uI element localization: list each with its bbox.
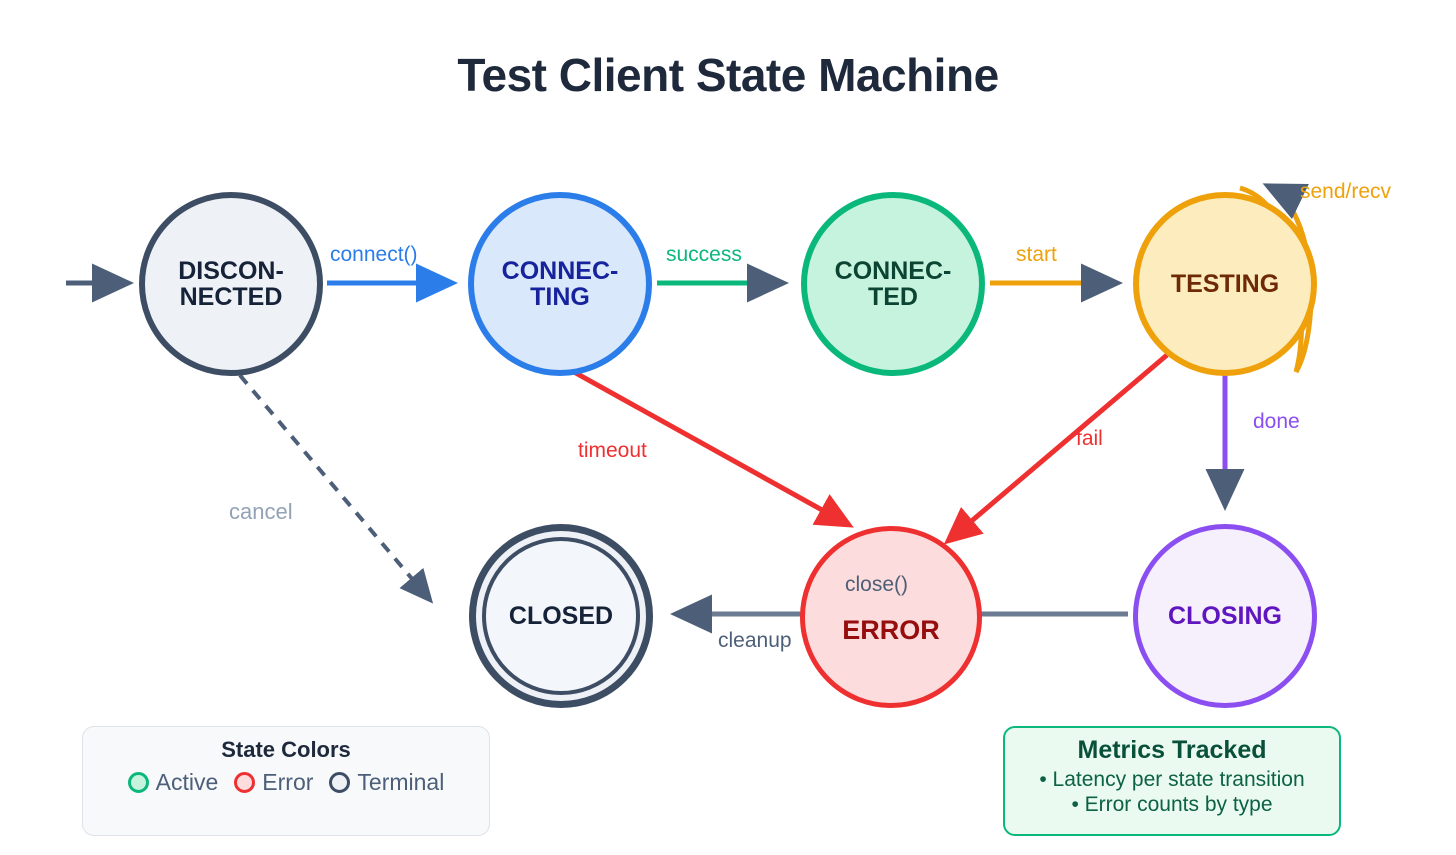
state-label-disconnected: DISCON- NECTED — [178, 256, 284, 311]
state-node-testing[interactable]: TESTING — [1133, 192, 1317, 376]
swatch-terminal-icon — [329, 772, 351, 793]
state-node-error[interactable]: ERROR — [800, 526, 982, 708]
legend-label-terminal: Terminal — [357, 769, 445, 795]
state-label-testing: TESTING — [1170, 269, 1280, 298]
metrics-item-errors: • Error counts by type — [1071, 793, 1273, 817]
swatch-error-icon — [234, 772, 256, 793]
swatch-active-icon — [127, 772, 149, 793]
metrics-title: Metrics Tracked — [1077, 736, 1267, 764]
state-label-connected: CONNEC- TED — [834, 256, 952, 311]
page-title: Test Client State Machine — [457, 49, 999, 101]
metrics-tracked-box: Metrics Tracked • Latency per state tran… — [1003, 726, 1341, 836]
legend-label-error: Error — [262, 769, 314, 795]
edge-fail — [943, 353, 1169, 545]
state-label-closed: CLOSED — [508, 601, 614, 630]
state-node-closed[interactable]: CLOSED — [469, 524, 653, 708]
state-node-closing[interactable]: CLOSING — [1133, 524, 1317, 708]
legend-state-colors: State Colors Active Error Terminal — [82, 726, 490, 836]
edge-timeout — [563, 364, 854, 528]
legend-item-error: Error — [234, 769, 313, 796]
legend-title: State Colors — [221, 737, 351, 762]
state-node-connected[interactable]: CONNEC- TED — [801, 192, 985, 376]
legend-label-active: Active — [155, 769, 219, 795]
edge-cancel — [225, 358, 434, 604]
metrics-item-latency: • Latency per state transition — [1039, 768, 1305, 791]
state-node-connecting[interactable]: CONNEC- TING — [468, 192, 652, 376]
state-label-connecting: CONNEC- TING — [501, 256, 619, 311]
state-label-closing: CLOSING — [1168, 601, 1282, 630]
state-label-error: ERROR — [842, 614, 940, 645]
legend-item-active: Active — [127, 769, 219, 796]
state-node-disconnected[interactable]: DISCON- NECTED — [139, 192, 323, 376]
legend-item-terminal: Terminal — [329, 769, 444, 796]
